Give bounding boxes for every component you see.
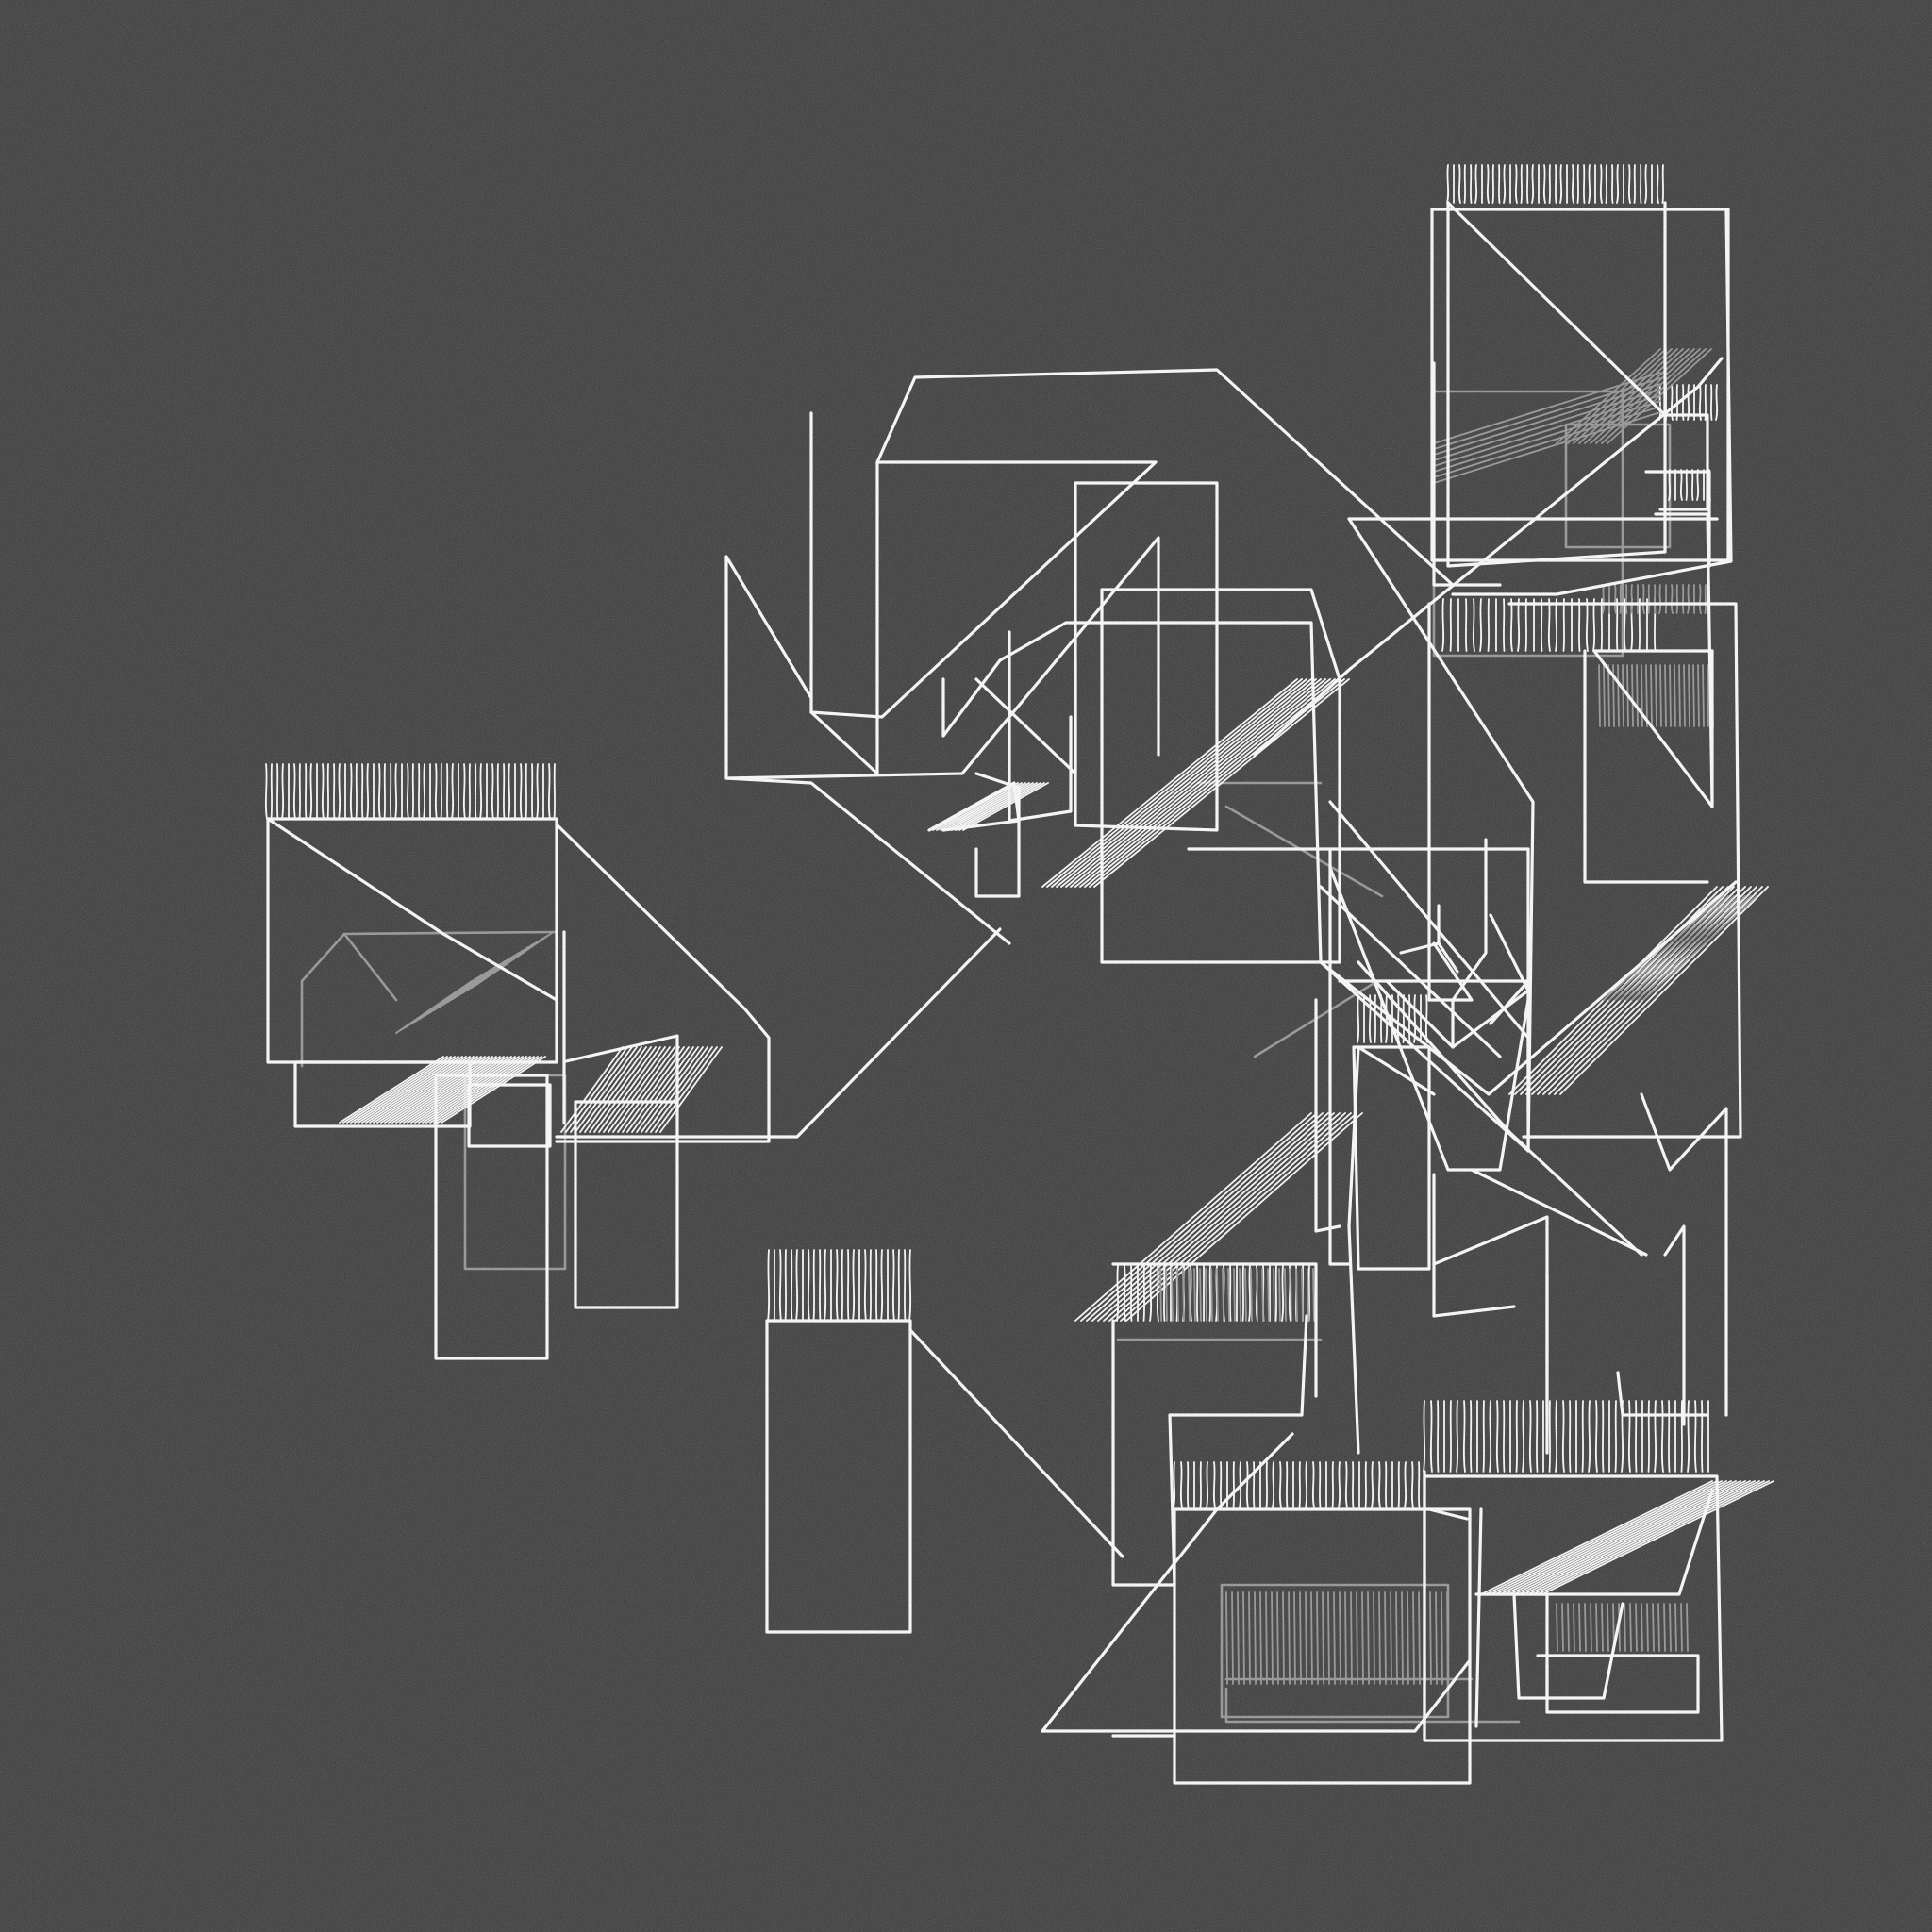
fringe-hatching [1173,1461,1421,1508]
outline-stroke [1451,838,1488,1049]
outline-stroke [1512,1592,1624,1700]
outline-stroke [1644,470,1711,568]
outline-stroke [1474,1507,1483,1728]
outline-stroke [724,536,1160,780]
outline-box [1220,1583,1450,1719]
outline-stroke [1253,357,1724,757]
hatching [264,164,1774,1685]
fringe-hatching [767,1249,912,1322]
outline-stroke [1592,649,1714,808]
vertical-hatching [1556,1603,1689,1652]
outline-stroke [1479,1592,1549,1700]
fringe-hatching [1441,598,1657,652]
outline-stroke [1536,1654,1700,1714]
outline-stroke [809,460,1158,719]
outline-stroke [1427,602,1474,1002]
outline-stroke [1357,960,1643,1257]
outline-stroke [1111,1314,1308,1587]
fringe-hatching [264,763,556,820]
left-leg [434,1074,549,1360]
outline-stroke [564,1034,679,1104]
outline-stroke [1347,1045,1360,1455]
diagonal-hatching [1480,1480,1774,1595]
outline-stroke [724,555,813,700]
outline-stroke [1328,800,1530,1115]
outline-box [1564,423,1672,549]
outline-stroke [1041,1658,1472,1733]
left-box [266,817,558,1064]
outline-stroke [1224,805,1384,898]
diagonal-hatching [560,1046,723,1133]
outline-stroke [342,932,398,1002]
outline-stroke [1314,998,1341,1233]
center-bottom-box [765,1319,912,1634]
outline-stroke [1507,602,1742,1139]
outline-stroke [1100,588,1341,964]
outline-stroke [927,781,1021,832]
outline-stroke [555,823,771,1143]
vertical-hatching [1159,1268,1315,1322]
outline-stroke [1432,361,1502,587]
outline-stroke [1357,1045,1436,1096]
outline-stroke [1385,913,1530,1049]
diagonal-hatching [1074,1112,1363,1322]
outline-stroke [1470,1168,1648,1257]
outline-stroke [1328,847,1351,1266]
outline-stroke [1640,1092,1728,1417]
outline-stroke [1451,208,1733,596]
outline-stroke [908,1328,1124,1558]
outlines [266,201,1742,1785]
outline-stroke [1583,649,1709,884]
outline-stroke [1352,1045,1431,1271]
outline-stroke [1173,1507,1472,1785]
outline-stroke [1427,1507,1469,1521]
outline-stroke [974,658,1077,775]
fringe-hatching [1357,994,1428,1043]
outline-stroke [1319,517,1738,1153]
diagonal-hatching [1556,348,1712,444]
outline-stroke [941,621,1323,964]
outline-stroke [1616,1371,1709,1417]
fringe-hatching [1446,164,1664,204]
left-leg-2 [574,1100,679,1309]
outline-stroke [1041,1432,1294,1733]
outline-stroke [555,927,1002,1139]
outline-stroke [1446,201,1667,568]
outline-stroke [1663,1224,1686,1426]
outline-stroke [974,772,1021,898]
outline-box [467,1083,552,1148]
outline-stroke [1654,512,1714,804]
outline-stroke [1008,630,1073,823]
outline-stroke [1111,1262,1318,1398]
outline-stroke [1399,941,1441,955]
fringe-hatching [1668,469,1711,501]
vertical-hatching [1598,664,1714,727]
fringe-hatching [1423,1400,1709,1473]
outline-stroke [1658,413,1709,511]
diagonal-hatching [1433,372,1661,484]
outline-stroke [266,817,558,1002]
outline-stroke [1319,885,1502,1058]
outline-stroke [1432,1173,1516,1318]
outline-stroke [724,555,1011,945]
fringe-hatching [1602,584,1707,614]
